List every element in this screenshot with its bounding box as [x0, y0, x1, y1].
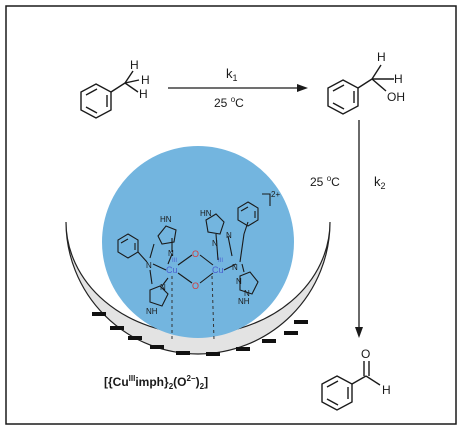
negative-charge	[236, 347, 250, 351]
left-benzyl-ring	[117, 233, 139, 259]
benzyl-alcohol-ch-bond	[371, 64, 382, 80]
complex-charge: 2+	[271, 190, 280, 199]
imidazole-ring-d	[239, 271, 259, 295]
toluene-ch-bond	[124, 79, 140, 84]
imidazole-hn-d: HN	[200, 209, 212, 218]
rate-constant-k2: k2	[374, 174, 386, 191]
catalyst-bowl	[65, 221, 331, 355]
copper-oxidation-left: III	[172, 258, 177, 264]
reaction-arrow-k2	[355, 120, 363, 338]
imidazole-hn-a: HN	[160, 215, 172, 224]
imidazole-ring-b	[149, 285, 169, 307]
negative-charge	[176, 351, 190, 355]
benzaldehyde-ch-bond	[365, 375, 381, 386]
toluene-ch-bond	[124, 82, 139, 93]
imidazole-n-b: N	[160, 283, 166, 292]
imidazole-n-a: N	[168, 249, 174, 258]
toluene-h-bottom: H	[139, 87, 148, 101]
right-benzyl-ring	[237, 201, 259, 227]
imidazole-nh-f: NH	[238, 297, 250, 306]
catalyst-sphere	[102, 146, 294, 338]
negative-charge	[206, 352, 220, 356]
toluene-h-right: H	[141, 73, 150, 87]
bridging-oxygen-top: O	[192, 249, 199, 259]
benzyl-alcohol-double-bond	[332, 84, 345, 92]
benzyl-alcohol-structure	[327, 64, 394, 115]
negative-charge	[284, 331, 298, 335]
copper-oxidation-right: III	[218, 258, 223, 264]
benzyl-alcohol-oh: OH	[387, 90, 405, 104]
benzyl-alcohol-double-bond	[332, 102, 345, 110]
temperature-label-1: 25 oC	[214, 95, 244, 110]
copper-atom-left: Cu	[166, 265, 178, 275]
amine-n-left: N	[146, 261, 152, 270]
toluene-double-bond	[85, 88, 98, 96]
benzaldehyde-o: O	[361, 347, 370, 361]
toluene-double-bond	[85, 106, 98, 114]
toluene-ch-bond	[124, 70, 134, 84]
negative-charge	[128, 336, 142, 340]
copper-atom-right: Cu	[212, 265, 224, 275]
negative-charge	[150, 345, 164, 349]
negative-charges	[92, 312, 308, 356]
negative-charge	[294, 320, 308, 324]
benzaldehyde-h: H	[382, 383, 391, 397]
temperature-label-2: 25 oC	[310, 174, 340, 189]
copper-complex-skeleton	[117, 193, 271, 307]
rate-constant-k1: k1	[226, 66, 238, 83]
reaction-arrow-k1	[168, 84, 308, 92]
benzaldehyde-cho-bond	[351, 375, 367, 385]
imidazole-n-f: N	[244, 289, 250, 298]
toluene-ch3-bond	[110, 82, 126, 93]
benzaldehyde-double-bond	[326, 398, 339, 406]
negative-charge	[110, 326, 124, 330]
negative-charge	[262, 339, 276, 343]
negative-charge	[92, 312, 106, 316]
benzyl-alcohol-ch2-bond	[357, 78, 373, 89]
benzyl-alcohol-h-top: H	[377, 50, 386, 64]
benzaldehyde-double-bond	[326, 380, 339, 388]
cu-surface-interaction-lines	[171, 275, 215, 341]
toluene-h-top: H	[130, 58, 139, 72]
catalyst-formula: [{CuIIIimph}2(O2−)2]	[104, 374, 208, 391]
imidazole-n-c: N	[226, 231, 232, 240]
bridging-oxygen-bottom: O	[192, 281, 199, 291]
benzyl-alcohol-h-mid: H	[394, 72, 403, 86]
imidazole-n-d: N	[212, 239, 218, 248]
toluene-structure	[80, 70, 140, 119]
imidazole-nh-c: NH	[146, 307, 158, 316]
benzaldehyde-structure	[321, 361, 381, 411]
imidazole-n-e: N	[236, 277, 242, 286]
benzyl-alcohol-co-bond	[371, 78, 387, 92]
amine-n-right: N	[232, 263, 238, 272]
imidazole-ring-c	[205, 213, 225, 235]
imidazole-ring-a	[157, 225, 177, 245]
